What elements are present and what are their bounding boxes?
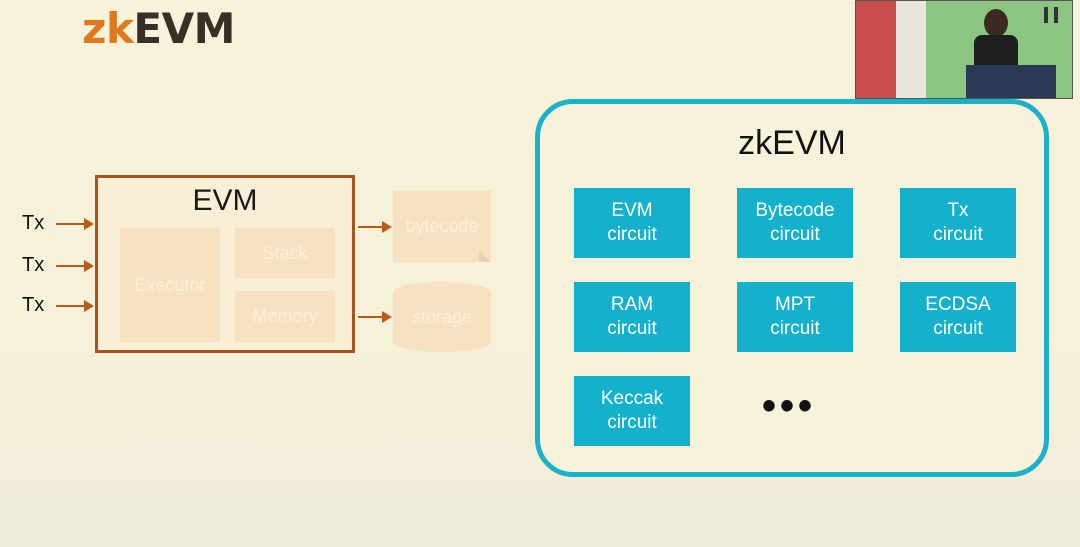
zkevm-panel-title: zkEVM — [738, 124, 846, 162]
evm-box-title: EVM — [192, 184, 258, 217]
mpt-circuit-box: MPT circuit — [737, 282, 853, 352]
evm-circuit-box: EVM circuit — [574, 188, 690, 258]
evm-box: EVM Executor Stack Memory — [95, 175, 355, 353]
ram-circuit-box: RAM circuit — [574, 282, 690, 352]
tx-input-label: Tx — [22, 254, 45, 276]
tx-arrow — [56, 260, 94, 272]
slide-title: zkEVM — [82, 4, 235, 53]
bytecode-arrow — [358, 221, 392, 233]
presenter-webcam — [855, 0, 1073, 99]
tx-input-label: Tx — [22, 212, 45, 234]
bytecode-document: bytecode — [393, 190, 491, 262]
tx-arrow — [56, 218, 94, 230]
storage-arrow — [358, 311, 392, 323]
tx-circuit-box: Tx circuit — [900, 188, 1016, 258]
bytecode-circuit-box: Bytecode circuit — [737, 188, 853, 258]
stack-block: Stack — [235, 228, 335, 278]
ecdsa-circuit-box: ECDSA circuit — [900, 282, 1016, 352]
tx-arrow — [56, 300, 94, 312]
more-circuits-ellipsis: ••• — [762, 384, 817, 428]
slide-title-evm: EVM — [133, 4, 235, 53]
keccak-circuit-box: Keccak circuit — [574, 376, 690, 446]
storage-cylinder: storage — [393, 282, 491, 352]
memory-block: Memory — [235, 291, 335, 342]
tx-input-label: Tx — [22, 294, 45, 316]
executor-block: Executor — [120, 228, 220, 342]
slide-title-zk: zk — [82, 4, 134, 53]
webcam-feed — [856, 1, 1072, 98]
